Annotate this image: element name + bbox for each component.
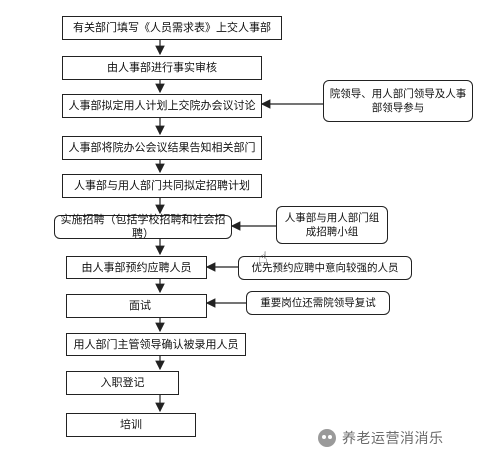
step-5: 人事部与用人部门共同拟定招聘计划 (62, 174, 262, 198)
step-10: 入职登记 (66, 371, 179, 395)
step-1: 有关部门填写《人员需求表》上交人事部 (62, 16, 282, 40)
note-retest: 重要岗位还需院领导复试 (246, 291, 390, 315)
watermark-text: 养老运营消消乐 (342, 431, 444, 447)
step-2: 由人事部进行事实审核 (62, 56, 262, 80)
step-9: 用人部门主管领导确认被录用人员 (66, 333, 246, 356)
wechat-icon (318, 429, 336, 447)
step-7: 由人事部预约应聘人员 (66, 256, 207, 279)
watermark: 养老运营消消乐 (318, 428, 444, 448)
note-leaders: 院领导、用人部门领导及人事部领导参与 (323, 80, 473, 122)
step-8: 面试 (66, 294, 207, 318)
note-priority: 优先预约应聘中意向较强的人员 (238, 256, 412, 280)
step-6: 实施招聘（包括学校招聘和社会招聘） (54, 213, 232, 240)
hand-cursor-icon: ☝ (258, 248, 268, 267)
step-4: 人事部将院办公会议结果告知相关部门 (62, 136, 262, 160)
step-11: 培训 (66, 413, 196, 437)
note-team: 人事部与用人部门组成招聘小组 (276, 206, 388, 244)
step-3: 人事部拟定用人计划上交院办会议讨论 (62, 94, 262, 118)
